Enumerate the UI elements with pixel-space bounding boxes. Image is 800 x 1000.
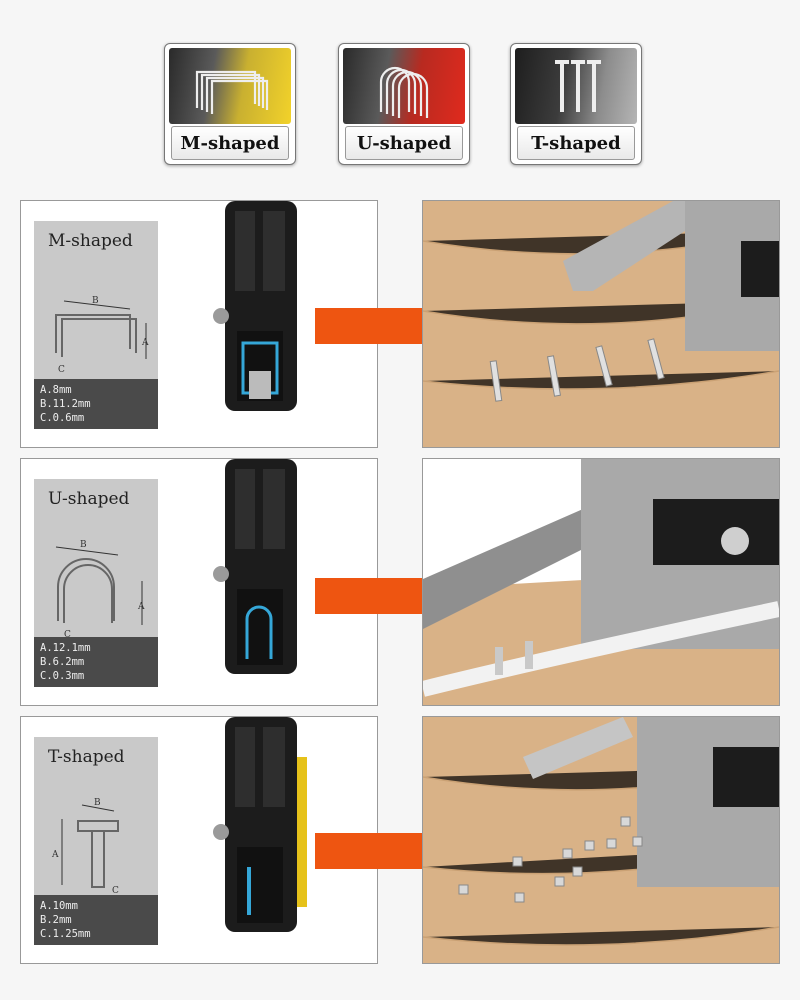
badge-m-shaped: M-shaped bbox=[164, 43, 296, 165]
row2-result-panel bbox=[422, 458, 780, 706]
spec-card-m: M-shaped B A C A.8mm B.11.2mm C.0.6mm bbox=[34, 221, 158, 429]
dim-letter-c: C bbox=[64, 630, 71, 637]
stapler-tip-photo bbox=[213, 717, 307, 932]
spec-card-t: T-shaped B A C A.10mm B.2mm C.1.25mm bbox=[34, 737, 158, 945]
dim-letter-b: B bbox=[80, 540, 87, 550]
dim-c: C.0.6mm bbox=[40, 412, 85, 424]
wood-staples-photo bbox=[423, 201, 779, 447]
badge-u-image bbox=[343, 48, 465, 124]
dim-c: C.0.3mm bbox=[40, 670, 85, 682]
badge-t-shaped: T-shaped bbox=[510, 43, 642, 165]
dim-b: B.2mm bbox=[40, 914, 72, 926]
dim-letter-a: A bbox=[141, 338, 149, 348]
dim-a: A.8mm bbox=[40, 384, 72, 396]
dim-b: B.6.2mm bbox=[40, 656, 85, 668]
wood-t-staples-photo bbox=[423, 717, 779, 963]
spec-title: M-shaped bbox=[48, 231, 133, 251]
spec-dimensions: A.10mm B.2mm C.1.25mm bbox=[34, 895, 158, 945]
stapler-tip-photo bbox=[213, 459, 297, 674]
dim-c: C.1.25mm bbox=[40, 928, 91, 940]
badge-label: T-shaped bbox=[517, 126, 635, 160]
dim-a: A.12.1mm bbox=[40, 642, 91, 654]
spec-title: U-shaped bbox=[48, 489, 130, 509]
dim-letter-b: B bbox=[94, 798, 101, 808]
dim-b: B.11.2mm bbox=[40, 398, 91, 410]
row3-result-panel bbox=[422, 716, 780, 964]
u-staple-diagram: B A C bbox=[55, 540, 145, 637]
dim-a: A.10mm bbox=[40, 900, 78, 912]
t-staple-diagram: B A C bbox=[51, 798, 119, 895]
dim-letter-c: C bbox=[112, 886, 119, 895]
m-staple-diagram: B A C bbox=[55, 296, 149, 375]
spec-dimensions: A.8mm B.11.2mm C.0.6mm bbox=[34, 379, 158, 429]
row1-result-panel bbox=[422, 200, 780, 448]
badge-u-shaped: U-shaped bbox=[338, 43, 470, 165]
dim-letter-c: C bbox=[58, 365, 65, 375]
badge-label: M-shaped bbox=[171, 126, 289, 160]
badge-m-image bbox=[169, 48, 291, 124]
dim-letter-a: A bbox=[51, 850, 59, 860]
spec-dimensions: A.12.1mm B.6.2mm C.0.3mm bbox=[34, 637, 158, 687]
row2-tool-panel: U-shaped B A C A.12.1mm B.6.2mm C.0.3mm bbox=[20, 458, 378, 706]
badge-t-image bbox=[515, 48, 637, 124]
spec-card-u: U-shaped B A C A.12.1mm B.6.2mm C.0.3mm bbox=[34, 479, 158, 687]
wood-cable-staples-photo bbox=[423, 459, 779, 705]
dim-letter-b: B bbox=[92, 296, 99, 306]
spec-title: T-shaped bbox=[48, 747, 125, 767]
badge-label: U-shaped bbox=[345, 126, 463, 160]
dim-letter-a: A bbox=[137, 602, 145, 612]
stapler-tip-photo bbox=[213, 201, 297, 411]
